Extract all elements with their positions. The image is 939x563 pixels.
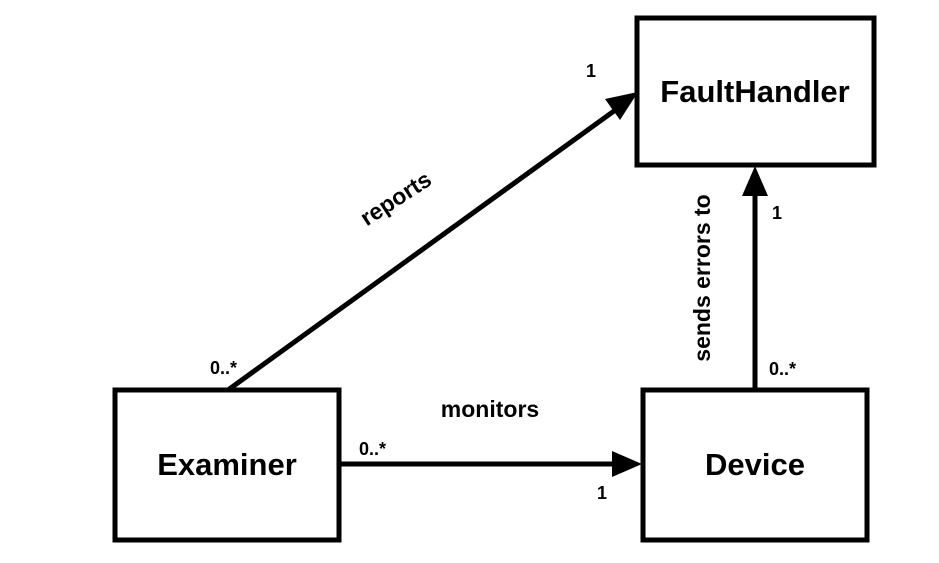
- examiner-name: Examiner: [157, 447, 297, 482]
- device-box: [640, 387, 870, 543]
- monitors-arrowhead: [612, 451, 642, 477]
- sends-errors-to-source-multiplicity: 0..*: [769, 359, 796, 379]
- reports-source-multiplicity: 0..*: [210, 358, 237, 378]
- sends-errors-to-label: sends errors to: [689, 194, 715, 361]
- association-reports: reports 0..* 1: [210, 61, 638, 393]
- reports-label: reports: [355, 166, 436, 231]
- sends-errors-to-target-multiplicity: 1: [772, 203, 782, 223]
- class-faulthandler: FaultHandler: [634, 15, 877, 168]
- association-monitors: monitors 0..* 1: [340, 396, 642, 503]
- examiner-box: [112, 387, 342, 543]
- device-name: Device: [705, 447, 805, 482]
- reports-edge: [226, 108, 616, 393]
- monitors-source-multiplicity: 0..*: [359, 439, 386, 459]
- class-examiner: Examiner: [112, 387, 342, 543]
- monitors-target-multiplicity: 1: [597, 483, 607, 503]
- sends-errors-to-arrowhead: [742, 166, 768, 196]
- reports-arrowhead: [605, 92, 638, 120]
- faulthandler-box: [634, 15, 877, 168]
- monitors-label: monitors: [441, 396, 539, 422]
- reports-target-multiplicity: 1: [586, 61, 596, 81]
- faulthandler-name: FaultHandler: [660, 74, 849, 109]
- association-sends-errors-to: sends errors to 0..* 1: [689, 166, 796, 390]
- class-device: Device: [640, 387, 870, 543]
